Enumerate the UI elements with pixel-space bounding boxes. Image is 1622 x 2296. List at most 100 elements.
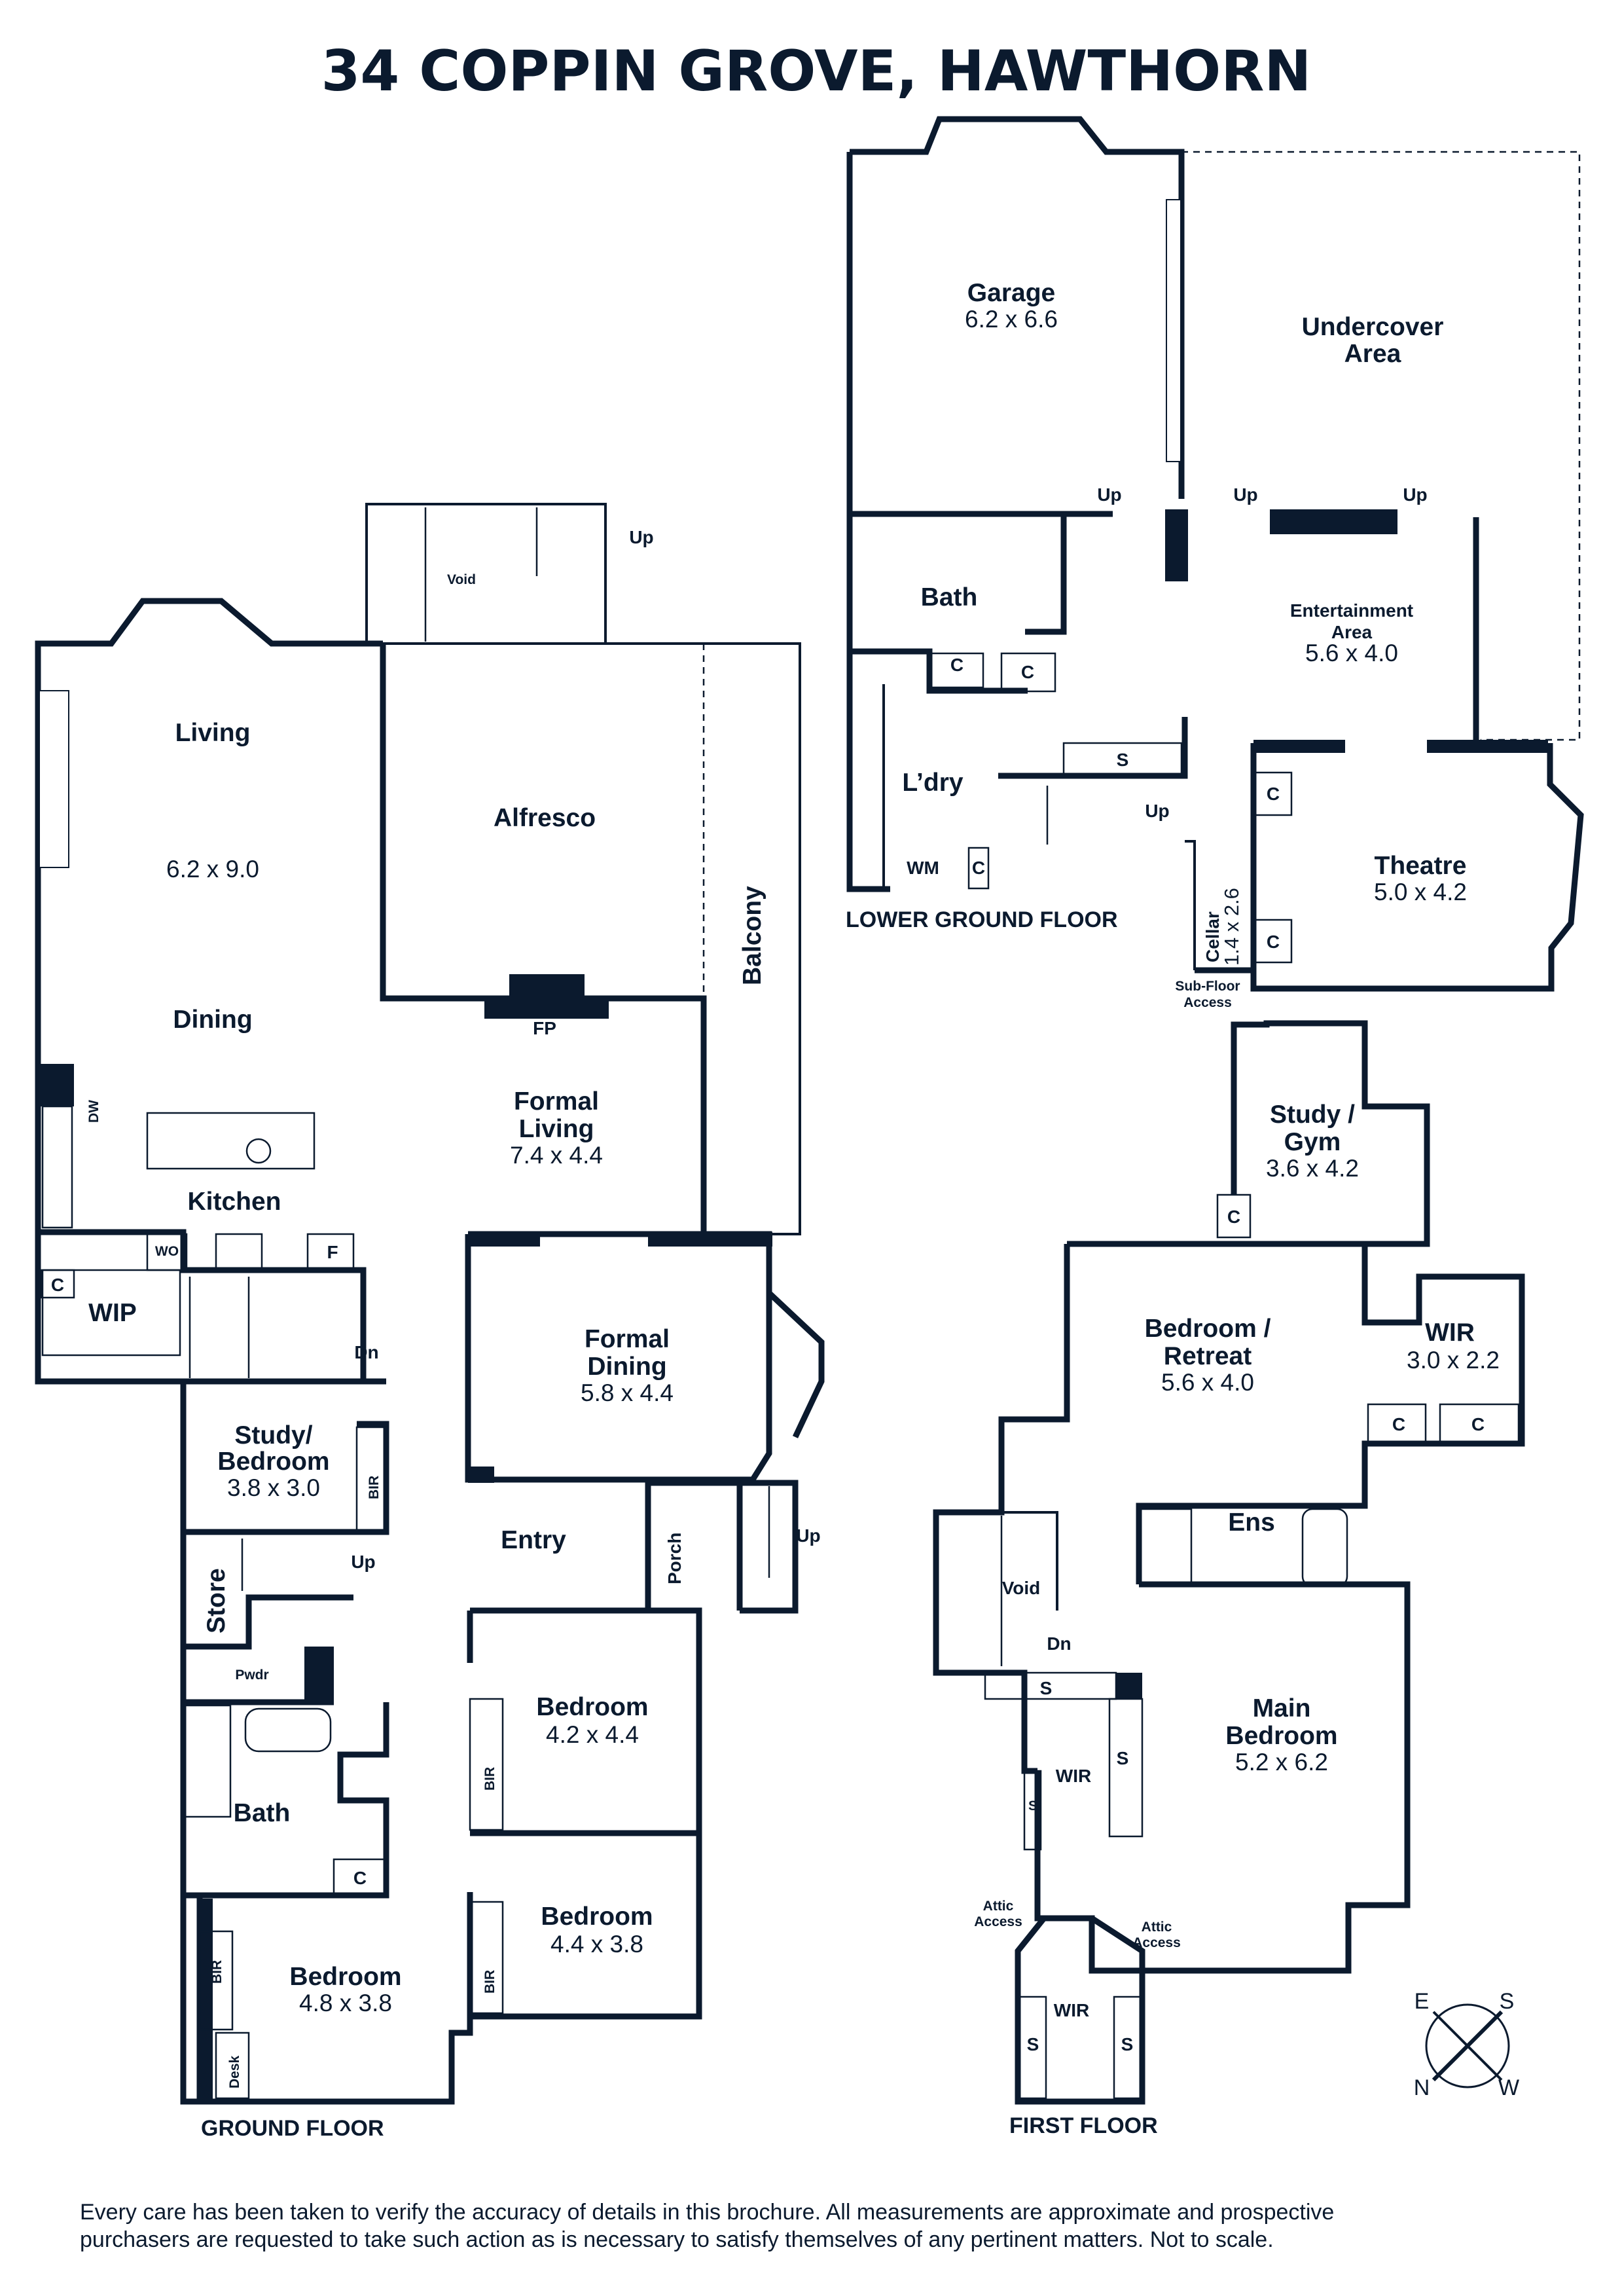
desk-label: Desk [227, 2055, 242, 2088]
theatre-dim: 5.0 x 4.2 [1374, 879, 1467, 905]
laundry-c1-label: C [950, 655, 964, 675]
disclaimer-line-2: purchasers are requested to take such ac… [80, 2227, 1274, 2252]
compass-ring [1425, 2003, 1510, 2088]
theatre-c1-label: C [1267, 784, 1280, 804]
theatre-block-left [1253, 740, 1345, 753]
retreat-label-1: Bedroom / [1145, 1315, 1271, 1343]
kitchen-bench [41, 1105, 73, 1229]
wir1-c2-label: C [1471, 1414, 1485, 1434]
entry-label: Entry [501, 1526, 566, 1554]
wip-label: WIP [88, 1299, 137, 1327]
ff-wir3-wall [1015, 1916, 1145, 2105]
lower-ground-floor-label: LOWER GROUND FLOOR [846, 907, 1118, 932]
ens-bath [1301, 1508, 1348, 1588]
ff-void [936, 1511, 1058, 1611]
main-bed-label-2: Bedroom [1225, 1722, 1337, 1750]
ff-void-label: Void [1002, 1578, 1041, 1598]
lg-cellar-wall [1185, 840, 1196, 970]
entertainment-label-2: Area [1331, 622, 1373, 642]
cooktop [215, 1233, 263, 1271]
fd-pier-right [648, 1232, 772, 1247]
laundry-c [967, 847, 990, 890]
gf-living-west [35, 598, 383, 1385]
theatre-block-right [1427, 740, 1548, 753]
wir3-s2-label: S [1121, 2034, 1134, 2054]
fireplace [509, 974, 585, 999]
cellar-label: Cellar [1202, 911, 1223, 962]
lg-up-1: Up [1097, 484, 1121, 505]
shower [183, 1704, 232, 1818]
living-label: Living [175, 719, 251, 747]
wo-label: WO [155, 1244, 179, 1259]
laundry-c3-label: C [972, 858, 985, 878]
gf-pier [38, 1064, 74, 1106]
bath-wall [180, 1702, 389, 1899]
kitchen-label: Kitchen [187, 1188, 281, 1216]
wir1-c1-label: C [1392, 1414, 1405, 1434]
living-dim: 6.2 x 9.0 [166, 856, 259, 883]
compass: E S N W [1414, 1989, 1519, 2100]
bed2-bir [469, 1698, 504, 1831]
laundry-label: L’dry [902, 769, 964, 797]
lg-column [1165, 509, 1188, 581]
disclaimer-line-1: Every care has been taken to verify the … [80, 2200, 1334, 2225]
wir2-label: WIR [1056, 1766, 1091, 1786]
ff-small-s [1023, 1770, 1042, 1851]
gf-formal-dining [465, 1234, 825, 1483]
gf-kitchen-back [38, 1229, 367, 1381]
bed2-dim: 4.2 x 4.4 [546, 1721, 639, 1748]
fd-pier-left [468, 1232, 540, 1247]
laundry-c2-label: C [1021, 662, 1034, 682]
wir3-s1-label: S [1027, 2034, 1039, 2054]
lg-up-4: Up [1145, 801, 1169, 821]
dining-label: Dining [173, 1006, 252, 1034]
main-bed-dim: 5.2 x 6.2 [1235, 1749, 1328, 1776]
garage-label: Garage [967, 279, 1055, 307]
lg-stair-wall [998, 717, 1188, 779]
wip-c [40, 1269, 75, 1299]
balcony-label: Balcony [738, 886, 766, 985]
lg-up-2: Up [1233, 484, 1257, 505]
study-gym-dim: 3.6 x 4.2 [1266, 1155, 1359, 1182]
bed3-label: Bedroom [541, 1903, 653, 1931]
study-gym-wall [1231, 1020, 1430, 1247]
theatre-c2-label: C [1267, 932, 1280, 952]
gf-void-label: Void [447, 572, 476, 587]
ff-storage-s2 [1108, 1698, 1144, 1838]
ens-wall [1136, 1457, 1368, 1584]
wir1-c2 [1439, 1403, 1520, 1444]
bathtub [244, 1707, 332, 1753]
study-label-2: Bedroom [217, 1448, 329, 1476]
ens-label: Ens [1228, 1508, 1275, 1537]
attic1-label-1: Attic [983, 1899, 1014, 1914]
laundry-cupboard-2 [1000, 652, 1056, 693]
lower-ground-floor: Garage 6.2 x 6.6 Undercover Area Bath En… [846, 116, 1584, 1010]
bath-c [333, 1858, 387, 1897]
wir3-s2 [1113, 1995, 1142, 2100]
wir3-s1 [1018, 1995, 1047, 2100]
bed3-dim: 4.4 x 3.8 [550, 1931, 643, 1958]
fp-label: FP [533, 1018, 556, 1038]
ff-dn-label: Dn [1047, 1633, 1071, 1654]
ground-floor: Living 6.2 x 9.0 Dining Kitchen Alfresco… [35, 503, 825, 2141]
compass-w: W [1498, 2075, 1519, 2100]
theatre-label: Theatre [1375, 852, 1467, 880]
study-label-1: Study/ [234, 1421, 312, 1449]
first-floor-label: FIRST FLOOR [1009, 2113, 1158, 2138]
formal-living-dim: 7.4 x 4.4 [510, 1142, 603, 1169]
study-gym-label-1: Study / [1270, 1101, 1355, 1129]
gf-up-label: Up [351, 1552, 375, 1572]
bed4-label: Bedroom [289, 1963, 401, 1991]
bed4-dim: 4.8 x 3.8 [299, 1990, 392, 2016]
gf-west-wall [180, 1381, 200, 2105]
gf-rear-up-label: Up [629, 527, 653, 547]
garage-dim: 6.2 x 6.6 [965, 306, 1058, 333]
fd-pier-bottom [468, 1467, 494, 1483]
lg-bath-label: Bath [921, 583, 978, 611]
attic2-label-1: Attic [1142, 1920, 1172, 1935]
desk [215, 2032, 250, 2100]
retreat-dim: 5.6 x 4.0 [1161, 1369, 1254, 1396]
study-gym-c-label: C [1227, 1207, 1240, 1227]
wip-room [41, 1269, 181, 1357]
lg-west-wall [846, 152, 890, 892]
